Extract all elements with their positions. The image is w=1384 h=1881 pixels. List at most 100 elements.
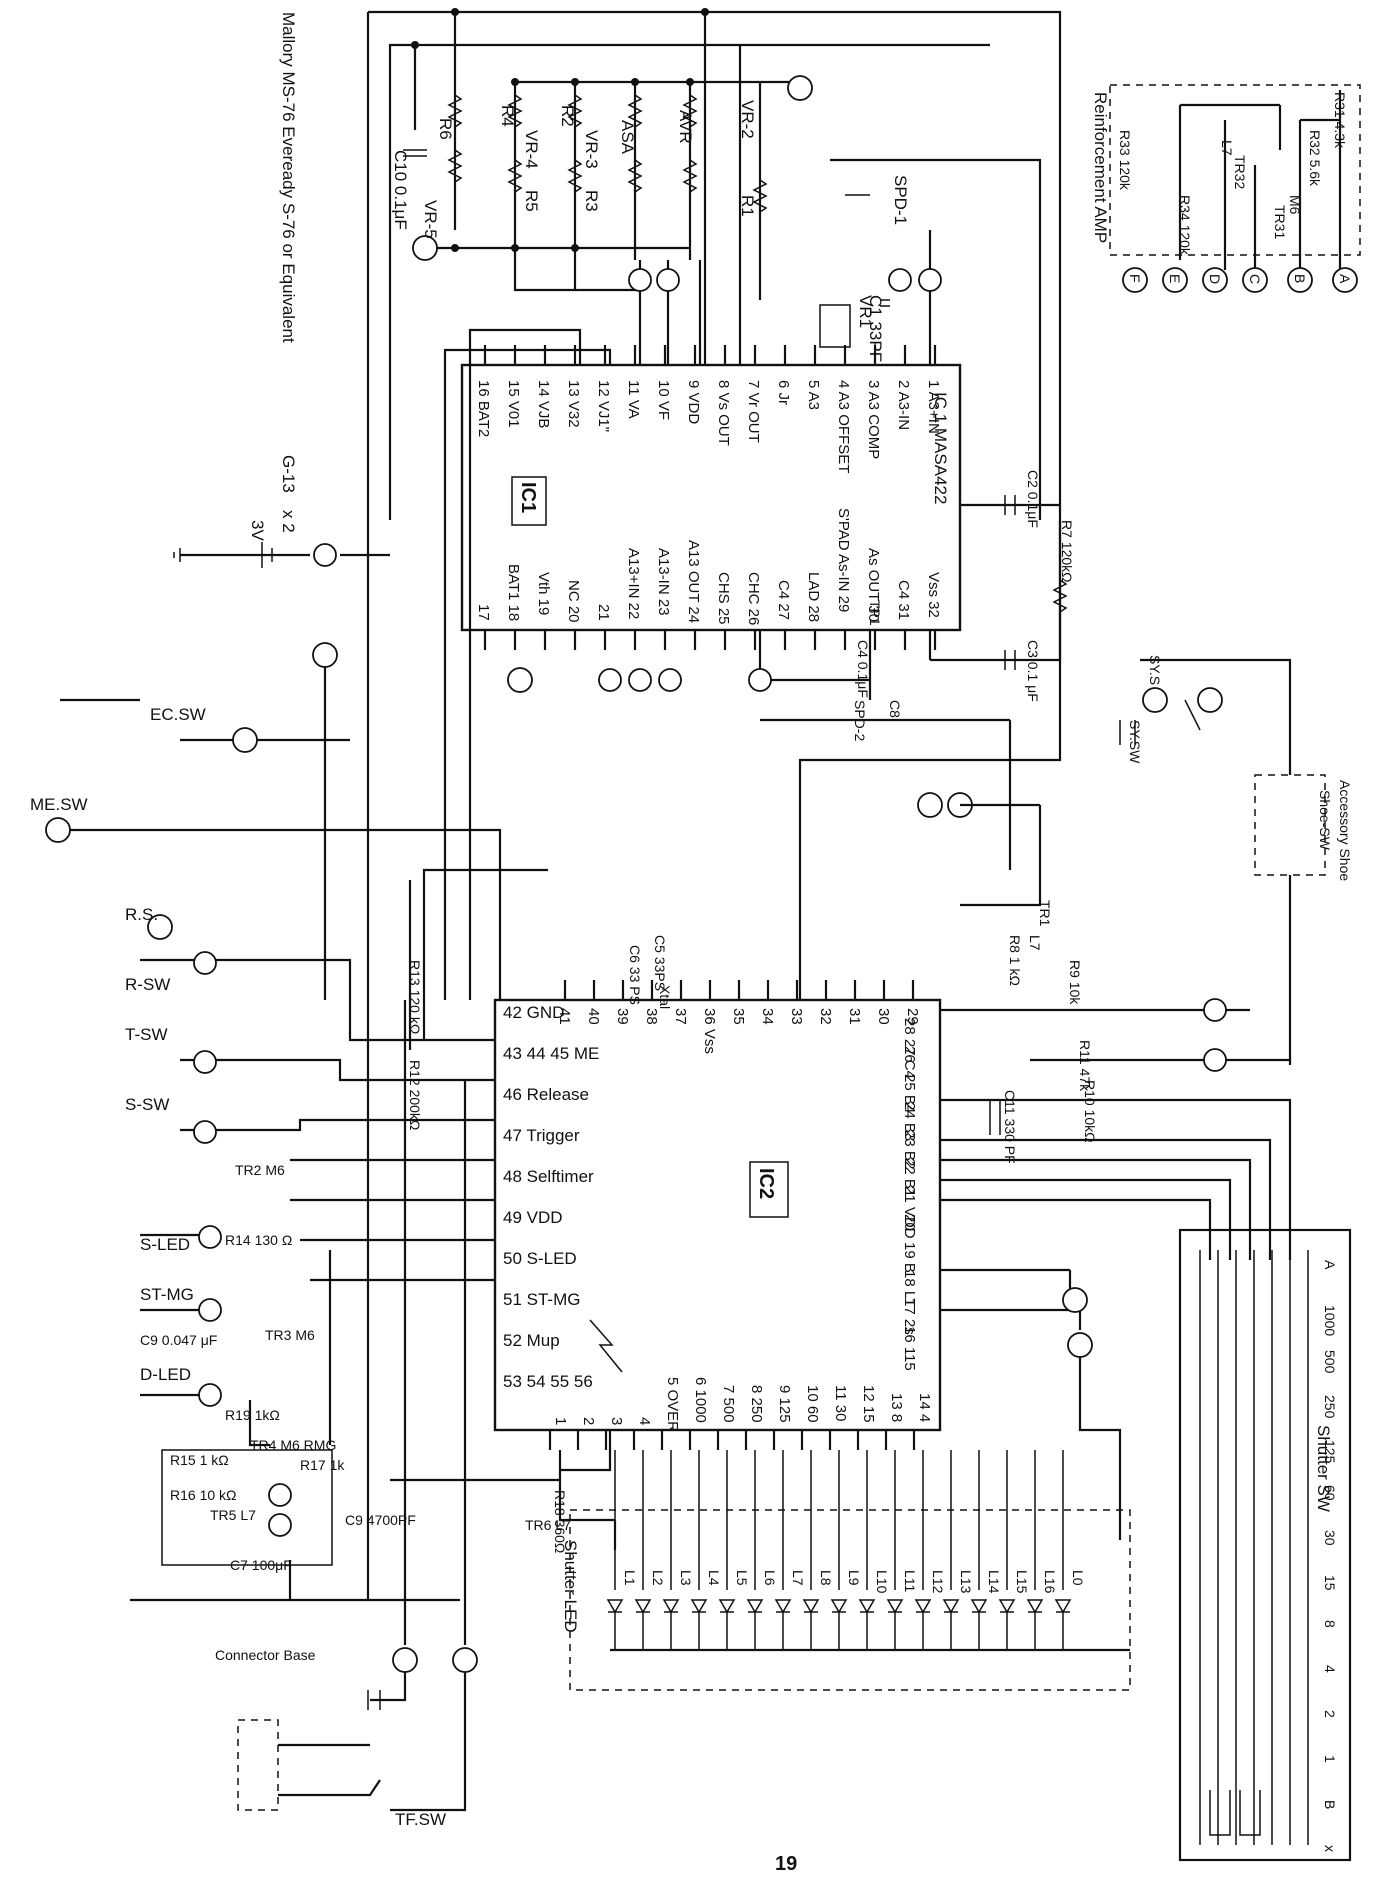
mid-part-label: R10 10kΩ	[1082, 1080, 1098, 1143]
top-part-label: VR-5	[421, 200, 440, 239]
led-symbol	[718, 1599, 736, 1614]
ic2-pin-label: 46 Release	[503, 1085, 589, 1104]
left-part-label: R14 130 Ω	[225, 1232, 292, 1248]
switch-label: ST-MG	[140, 1285, 194, 1304]
ic1-label-box	[511, 476, 547, 526]
mid-part-label: TR1	[1037, 900, 1053, 927]
mid-top-components	[312, 495, 1068, 1000]
top-part-label: R3	[582, 190, 601, 212]
left-part-label: R19 1kΩ	[225, 1407, 280, 1423]
reinforcement-part-label: TR31	[1272, 205, 1288, 239]
ic1-pin-label: C4 27	[775, 580, 792, 620]
led-symbol	[1026, 1599, 1044, 1614]
led-label: L1	[622, 1570, 638, 1586]
mid-part-label: C8	[887, 700, 903, 718]
switch-labels: EC.SWME.SWR.S.R-SWT-SWS-SWS-LEDST-MGD-LE…	[30, 705, 446, 1829]
ic1-pin-label: 14 VJB	[535, 380, 552, 428]
shutter-sw-contacts	[1199, 1250, 1309, 1845]
ic2-label-box	[749, 1161, 789, 1218]
shutter-sw-scale-label: 1000	[1322, 1305, 1338, 1336]
led-label: L4	[706, 1570, 722, 1586]
ic1-pin-label: 6 Jr	[775, 380, 792, 405]
mid-part-label: C5 33PS	[652, 935, 668, 991]
left-part-label: Connector Base	[215, 1647, 316, 1663]
left-part-label: TR4 M6 RMG	[250, 1437, 336, 1453]
switch-label: S-SW	[125, 1095, 169, 1114]
switch-label: TF.SW	[395, 1810, 446, 1829]
led-symbol	[914, 1599, 932, 1614]
ic1-body	[460, 363, 962, 632]
ic2-pin-label: 31	[846, 1008, 863, 1025]
left-part-label: TR2 M6	[235, 1162, 285, 1178]
battery-cell: G-13	[279, 455, 298, 493]
ic1-pin-label: NC 20	[565, 580, 582, 623]
left-part-label: TR3 M6	[265, 1327, 315, 1343]
shutter-led-box	[569, 1509, 1131, 1691]
mid-part-label: L7	[1027, 935, 1043, 951]
led-driver-resistor: R18 360Ω	[552, 1490, 568, 1553]
shutter-sw-scale-label: 4	[1322, 1665, 1338, 1673]
led-label: L11	[902, 1570, 918, 1593]
led-symbol	[606, 1599, 624, 1614]
accessory-shoe-box	[1254, 774, 1326, 876]
led-label: L13	[958, 1570, 974, 1594]
ic2-pin-label: 36 Vss	[701, 1008, 718, 1054]
shutter-sw-scale-label: 250	[1322, 1395, 1338, 1419]
led-symbol	[774, 1599, 792, 1614]
ic2-pin-label: 40	[585, 1008, 602, 1025]
ic1-pin-label: 12 VJ1"	[595, 380, 612, 432]
shutter-led-title: Shutter LED	[561, 1540, 580, 1633]
led-symbol	[690, 1599, 708, 1614]
battery-circuit	[173, 542, 390, 568]
ic1-pin-label: 16 BAT2	[475, 380, 492, 437]
ic1-pin-label: 15 V01	[505, 380, 522, 428]
ic2-pin-label: 34	[759, 1008, 776, 1025]
ic1-pin-label: C4 31	[895, 580, 912, 620]
ic2-pin-label: 29	[904, 1008, 921, 1025]
shutter-led-array	[606, 1450, 1072, 1650]
ic2-pin-label: 16 1	[901, 1326, 918, 1355]
reinforcement-part-label: R33 120k	[1117, 130, 1133, 191]
led-driver-transistor: TR6 L7	[525, 1517, 571, 1533]
reinforcement-part-label: R32 5.6k	[1307, 130, 1323, 187]
led-label: L8	[818, 1570, 834, 1586]
led-symbol	[858, 1599, 876, 1614]
ic2-pin-label: 6 1000	[692, 1377, 709, 1423]
left-part-label: R16 10 kΩ	[170, 1487, 237, 1503]
led-label: L0	[1070, 1570, 1086, 1586]
led-label: L2	[650, 1570, 666, 1586]
top-part-label: VR-3	[582, 130, 601, 169]
ic2-pin-label: 1	[552, 1417, 569, 1425]
ic2-pin-label: 13 8	[888, 1393, 905, 1422]
ic1-pin-label: A13-IN 23	[655, 548, 672, 616]
mid-part-label: C3 0.1 μF	[1025, 640, 1041, 702]
shutter-sw-scale-label: x	[1322, 1845, 1338, 1852]
ic1-pin-label: 9 VDD	[685, 380, 702, 424]
ic2-pin-label: 41	[556, 1008, 573, 1025]
shutter-sw-scale-label: 1	[1322, 1755, 1338, 1763]
ic1-pin-label: BAT1 18	[505, 564, 522, 621]
ic1-pin-label: Vss 32	[925, 572, 942, 618]
switch-label: EC.SW	[150, 705, 206, 724]
switch-label: R.S.	[125, 905, 158, 924]
ic2-pin-label: 18 LT	[901, 1270, 918, 1307]
mid-part-label: SPD-2	[852, 700, 868, 741]
ic2-pin-label: 42 GND	[503, 1003, 564, 1022]
ic1-pin-label: 11 VA	[625, 380, 642, 419]
mid-part-label: R7 120kΩ	[1059, 520, 1075, 583]
mid-part-label: TP1	[867, 600, 883, 626]
ic2-pin-label: 14 4	[916, 1393, 933, 1422]
ic1-pin-label: 5 A3	[805, 380, 822, 410]
battery-voltage: 3V	[248, 520, 267, 541]
led-label: L5	[734, 1570, 750, 1586]
led-label: L14	[986, 1570, 1002, 1594]
ic2-pin-label: 49 VDD	[503, 1208, 563, 1227]
ic2-pin-label: 35	[730, 1008, 747, 1025]
left-part-label: C7 100μF	[230, 1557, 292, 1573]
ic2-pin-label: 30	[875, 1008, 892, 1025]
ic2-pin-label: 8 250	[748, 1385, 765, 1423]
led-symbol	[662, 1599, 680, 1614]
